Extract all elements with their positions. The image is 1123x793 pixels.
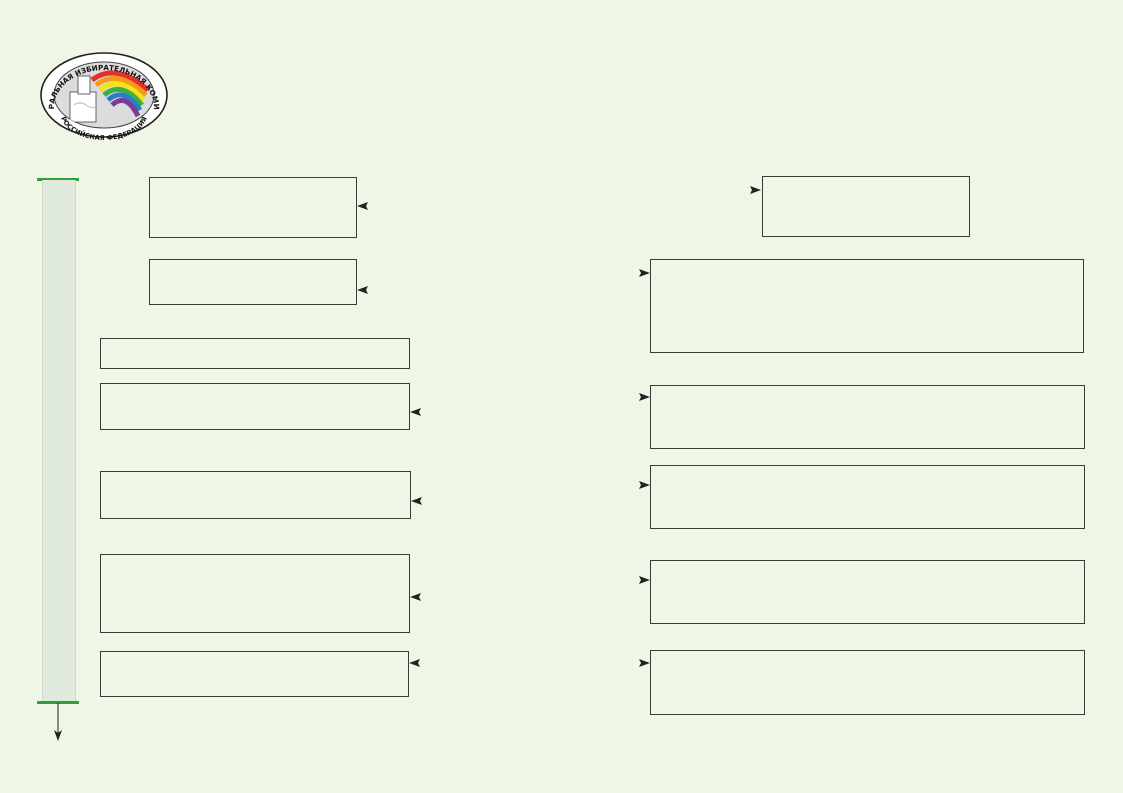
arrow-left-icon bbox=[357, 202, 368, 210]
arrow-right-icon bbox=[639, 393, 650, 401]
left-box-1 bbox=[149, 177, 357, 238]
arrow-right-icon bbox=[639, 269, 650, 277]
right-box-6 bbox=[650, 650, 1085, 715]
timeline-bar bbox=[42, 180, 76, 701]
right-box-2 bbox=[650, 259, 1084, 353]
left-box-6 bbox=[100, 554, 410, 633]
right-box-1 bbox=[762, 176, 970, 237]
right-box-4 bbox=[650, 465, 1085, 529]
arrow-left-icon bbox=[411, 497, 422, 505]
right-box-5 bbox=[650, 560, 1085, 624]
arrow-right-icon bbox=[639, 659, 650, 667]
left-box-7 bbox=[100, 651, 409, 697]
arrow-right-icon bbox=[639, 576, 650, 584]
arrow-down-icon bbox=[54, 730, 62, 741]
left-box-2 bbox=[149, 259, 357, 305]
arrow-left-icon bbox=[409, 659, 420, 667]
arrow-left-icon bbox=[357, 286, 368, 294]
timeline-top-cap bbox=[37, 178, 79, 181]
right-box-3 bbox=[650, 385, 1085, 449]
left-box-3 bbox=[100, 338, 410, 369]
rainbow-icon bbox=[69, 70, 150, 123]
left-box-4 bbox=[100, 383, 410, 430]
left-box-5 bbox=[100, 471, 411, 519]
arrow-left-icon bbox=[410, 593, 421, 601]
arrow-left-icon bbox=[410, 408, 421, 416]
timeline-bottom-cap bbox=[37, 701, 79, 704]
arrow-right-icon bbox=[639, 481, 650, 489]
cec-emblem: ЦЕНТРАЛЬНАЯ ИЗБИРАТЕЛЬНАЯ КОМИССИЯ РОССИ… bbox=[35, 43, 170, 142]
arrow-right-icon bbox=[750, 186, 761, 194]
